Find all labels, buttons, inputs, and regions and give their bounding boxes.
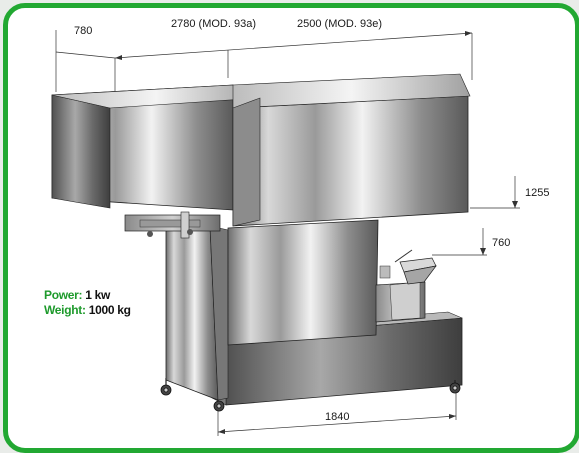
weight-value: 1000 kg	[88, 303, 131, 317]
dimension-arrowheads	[115, 31, 518, 434]
right-hood	[232, 73, 471, 227]
weight-spec: Weight: 1000 kg	[44, 303, 131, 318]
power-label: Power:	[44, 288, 83, 302]
power-value: 1 kw	[85, 288, 111, 302]
roller-mechanism	[124, 211, 221, 239]
side-container	[375, 249, 437, 323]
caster-wheels	[160, 382, 461, 412]
specifications: Power: 1 kw Weight: 1000 kg	[44, 288, 131, 318]
dim-2780-mod-93a: 2780 (MOD. 93a)	[171, 18, 256, 30]
left-column	[165, 225, 229, 401]
dim-780: 780	[74, 25, 92, 37]
dim-1255: 1255	[525, 187, 549, 199]
dim-1840: 1840	[325, 411, 349, 423]
dim-2500-mod-93e: 2500 (MOD. 93e)	[297, 18, 382, 30]
power-spec: Power: 1 kw	[44, 288, 131, 303]
left-hood	[51, 84, 262, 211]
dimension-lines	[55, 30, 520, 436]
central-pillar	[227, 219, 379, 346]
dim-760: 760	[492, 237, 510, 249]
weight-label: Weight:	[44, 303, 86, 317]
